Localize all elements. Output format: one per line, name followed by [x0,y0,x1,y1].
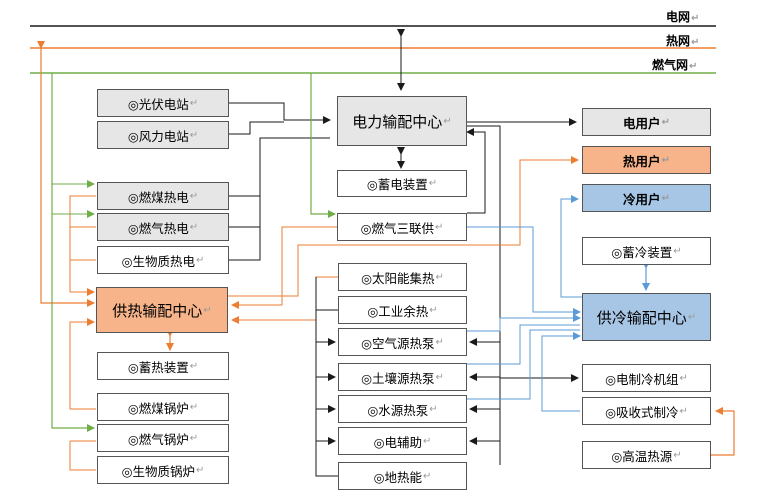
absorption-chiller-node[interactable]: ◎吸收式制冷↵ [582,397,711,425]
solar-thermal-node[interactable]: ◎太阳能集热↵ [338,263,467,291]
power-storage-node[interactable]: ◎蓄电装置↵ [337,170,467,197]
industrial-waste-heat-node[interactable]: ◎工业余热↵ [338,296,467,324]
ground-source-heat-pump-node[interactable]: ◎土壤源热泵↵ [338,363,467,391]
cold-user-node[interactable]: 冷用户↵ [582,184,711,212]
biomass-chp-node[interactable]: ◎生物质热电↵ [97,246,229,274]
air-source-heat-pump-node[interactable]: ◎空气源热泵↵ [338,328,467,356]
geothermal-node[interactable]: ◎地热能↵ [338,462,467,490]
heat-distribution-center[interactable]: 供热输配中心↵ [96,287,228,333]
power-distribution-center[interactable]: 电力输配中心↵ [337,96,467,146]
heat-user-node[interactable]: 热用户↵ [582,146,711,174]
high-temp-heat-source-node[interactable]: ◎高温热源↵ [582,441,711,469]
cold-distribution-center[interactable]: 供冷输配中心↵ [582,293,711,341]
coal-chp-node[interactable]: ◎燃煤热电↵ [97,182,229,210]
wind-station-node[interactable]: ◎风力电站↵ [97,121,229,149]
power-user-node[interactable]: 电用户↵ [582,108,711,136]
electric-auxiliary-node[interactable]: ◎电辅助↵ [338,427,467,455]
pv-station-node[interactable]: ◎光伏电站↵ [97,89,229,117]
gas-boiler-node[interactable]: ◎燃气锅炉↵ [97,424,229,452]
gas-trigeneration-node[interactable]: ◎燃气三联供↵ [337,213,467,241]
gas-chp-node[interactable]: ◎燃气热电↵ [97,213,229,241]
cold-storage-node[interactable]: ◎蓄冷装置↵ [582,237,711,265]
biomass-boiler-node[interactable]: ◎生物质锅炉↵ [97,456,229,484]
gas-grid-label: 燃气网↵ [652,58,698,72]
heat-storage-node[interactable]: ◎蓄热装置↵ [97,352,229,380]
water-source-heat-pump-node[interactable]: ◎水源热泵↵ [338,395,467,423]
coal-boiler-node[interactable]: ◎燃煤锅炉↵ [97,393,229,421]
electric-chiller-node[interactable]: ◎电制冷机组↵ [582,364,711,392]
heat-grid-label: 热网↵ [666,34,700,48]
power-grid-label: 电网↵ [666,10,700,24]
